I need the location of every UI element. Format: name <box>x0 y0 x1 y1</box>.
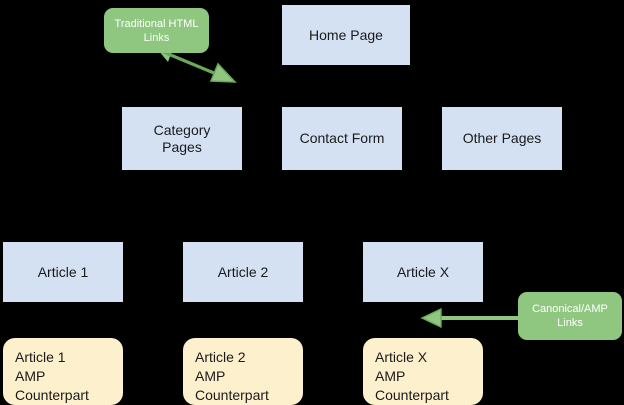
traditional-html-links-arrow-head <box>209 62 237 83</box>
node-label: Article 1 <box>37 263 89 280</box>
node-article-x[interactable]: Article X <box>363 242 483 302</box>
callout-canonical-amp-links[interactable]: Canonical/AMP Links <box>518 292 622 340</box>
callout-line-1: Canonical/AMP <box>532 303 608 315</box>
node-label: Home Page <box>309 26 383 43</box>
amp-node-line-1: Article X <box>375 349 428 365</box>
node-other-pages[interactable]: Other Pages <box>442 107 562 170</box>
amp-node-line-3: Counterpart <box>375 387 449 403</box>
amp-node-line-3: Counterpart <box>195 387 269 403</box>
callout-traditional-html-links[interactable]: Traditional HTML Links <box>104 8 209 53</box>
node-article-1-amp[interactable]: Article 1 AMP Counterpart <box>3 338 123 405</box>
amp-node-line-3: Counterpart <box>15 387 89 403</box>
node-article-2[interactable]: Article 2 <box>183 242 303 302</box>
node-article-1[interactable]: Article 1 <box>3 242 123 302</box>
amp-node-line-1: Article 2 <box>195 349 246 365</box>
node-article-2-amp[interactable]: Article 2 AMP Counterpart <box>183 338 303 405</box>
amp-node-line-2: AMP <box>195 368 226 384</box>
amp-node-line-2: AMP <box>15 368 46 384</box>
traditional-html-links-arrow-shaft <box>160 49 227 80</box>
node-article-x-amp[interactable]: Article X AMP Counterpart <box>363 338 483 405</box>
node-label: Category Pages <box>153 121 211 155</box>
amp-node-line-2: AMP <box>375 368 406 384</box>
node-category-pages[interactable]: Category Pages <box>122 107 242 170</box>
node-contact-form[interactable]: Contact Form <box>282 107 402 170</box>
node-home-page[interactable]: Home Page <box>282 5 410 65</box>
node-label: Article X <box>396 263 450 280</box>
callout-line-2: Links <box>557 317 583 329</box>
node-label: Contact Form <box>299 130 385 146</box>
node-label: Article 2 <box>217 263 269 280</box>
node-label: Other Pages <box>462 130 542 146</box>
callout-line-1: Traditional HTML <box>114 17 199 30</box>
canonical-amp-links-arrow-head <box>420 307 442 329</box>
amp-node-line-1: Article 1 <box>15 349 66 365</box>
callout-line-2: Links <box>143 31 170 44</box>
